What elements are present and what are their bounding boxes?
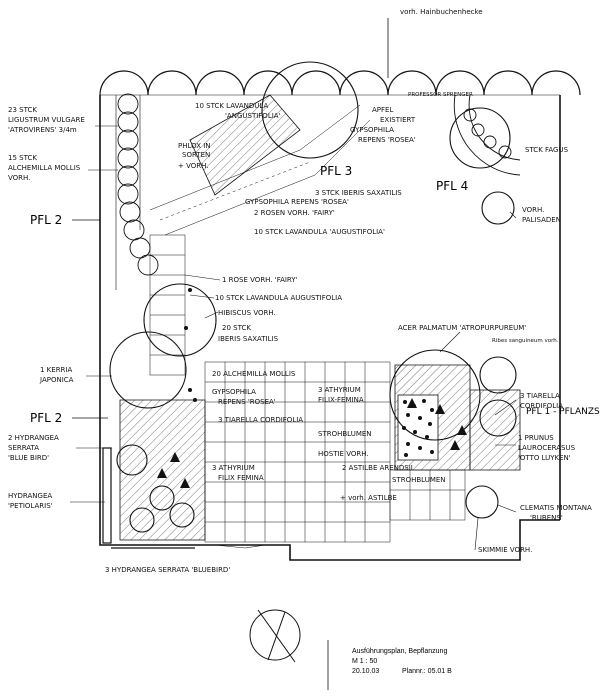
svg-text:1 PRUNUS: 1 PRUNUS [518,434,554,442]
svg-text:+ VORH.: + VORH. [178,162,209,170]
svg-text:+ vorh. ASTILBE: + vorh. ASTILBE [340,494,397,502]
svg-text:STROHBLUMEN: STROHBLUMEN [392,476,446,484]
hedge-arches [99,70,581,96]
svg-text:PHLOX IN: PHLOX IN [178,142,211,150]
svg-text:SORTEN: SORTEN [182,151,210,159]
svg-text:PALISADEN: PALISADEN [522,216,561,224]
svg-text:FILIX FEMINA: FILIX FEMINA [218,474,264,482]
pfl4-label: PFL 4 [436,179,468,193]
svg-text:10 STCK LAVANDULA AUGUSTIFOLIA: 10 STCK LAVANDULA AUGUSTIFOLIA [215,294,342,302]
svg-text:GYPSOPHILA REPENS 'ROSEA': GYPSOPHILA REPENS 'ROSEA' [245,198,349,206]
svg-text:23 STCK: 23 STCK [8,106,37,114]
path-grid [149,104,466,543]
svg-text:Ribes sanguineum vorh.: Ribes sanguineum vorh. [492,338,559,344]
svg-text:STCK FAGUS: STCK FAGUS [525,146,569,154]
ligustrum-hedge [117,93,159,276]
svg-text:HOSTIE VORH.: HOSTIE VORH. [318,450,369,458]
title-block: Ausführungsplan, Bepflanzung M 1 : 50 20… [327,640,452,690]
svg-text:ALCHEMILLA MOLLIS: ALCHEMILLA MOLLIS [8,164,81,172]
svg-text:1 ROSE VORH. 'FAIRY': 1 ROSE VORH. 'FAIRY' [222,276,298,284]
svg-text:'OTTO LUYKEN': 'OTTO LUYKEN' [518,454,571,462]
acer-canopy [389,349,481,441]
svg-text:LAUROCERASUS: LAUROCERASUS [518,444,576,452]
gravel-bed [397,394,439,461]
svg-text:1 KERRIA: 1 KERRIA [40,366,72,374]
svg-text:APFEL: APFEL [372,106,393,114]
svg-text:HIBISCUS VORH.: HIBISCUS VORH. [218,309,276,317]
svg-text:HYDRANGEA: HYDRANGEA [8,492,52,500]
svg-text:GYPSOPHILA: GYPSOPHILA [212,388,256,396]
svg-text:20 STCK: 20 STCK [222,324,251,332]
pfl1-label: PFL 1 - PFLANZSCHALE [526,407,600,417]
svg-text:'ATROVIRENS' 3/4m: 'ATROVIRENS' 3/4m [8,126,77,134]
kerria-canopy [109,331,187,409]
svg-text:20 ALCHEMILLA MOLLIS: 20 ALCHEMILLA MOLLIS [212,370,296,378]
svg-text:VORH.: VORH. [8,174,30,182]
svg-text:'PETIOLARIS': 'PETIOLARIS' [8,502,53,510]
svg-text:M 1 : 50: M 1 : 50 [352,658,377,665]
svg-text:'ANGUSTIFOLIA': 'ANGUSTIFOLIA' [225,112,281,120]
svg-text:'RUBENS': 'RUBENS' [530,514,563,522]
hibiscus-canopy [143,283,217,357]
center-labels: 10 STCK LAVANDULA 'ANGUSTIFOLIA' APFEL E… [105,92,592,574]
svg-text:GYPSOPHILA: GYPSOPHILA [350,126,394,134]
svg-text:LIGUSTRUM VULGARE: LIGUSTRUM VULGARE [8,116,85,124]
svg-text:Plannr.: 05.01 B: Plannr.: 05.01 B [402,668,452,675]
svg-text:2 ROSEN VORH. 'FAIRY': 2 ROSEN VORH. 'FAIRY' [254,209,335,217]
svg-text:10 STCK LAVANDULA 'AUGUSTIFOLI: 10 STCK LAVANDULA 'AUGUSTIFOLIA' [254,228,385,236]
svg-text:CLEMATIS MONTANA: CLEMATIS MONTANA [520,504,592,512]
svg-text:REPENS 'ROSEA': REPENS 'ROSEA' [358,136,416,144]
leader-lines [70,125,517,551]
pfl4-bed [453,94,521,176]
svg-text:3 TIARELLA: 3 TIARELLA [520,392,560,400]
svg-text:3 TIARELLA CORDIFOLIA: 3 TIARELLA CORDIFOLIA [218,416,303,424]
svg-text:20.10.03: 20.10.03 [352,668,379,675]
svg-text:3 HYDRANGEA SERRATA 'BLUEBIRD': 3 HYDRANGEA SERRATA 'BLUEBIRD' [105,566,230,574]
svg-text:SERRATA: SERRATA [8,444,39,452]
hedge-label: vorh. Hainbuchenhecke [400,8,483,16]
tree-canopies [109,61,517,533]
svg-text:'BLUE BIRD': 'BLUE BIRD' [8,454,49,462]
svg-text:REPENS 'ROSEA': REPENS 'ROSEA' [218,398,276,406]
svg-text:FILIX-FEMINA: FILIX-FEMINA [318,396,364,404]
svg-text:ACER PALMATUM 'ATROPURPUREUM': ACER PALMATUM 'ATROPURPUREUM' [398,324,526,332]
svg-text:10 STCK LAVANDULA: 10 STCK LAVANDULA [195,102,268,110]
svg-text:CORDIFOLIA: CORDIFOLIA [520,402,563,410]
svg-text:3 ATHYRIUM: 3 ATHYRIUM [318,386,361,394]
pfl2-upper-label: PFL 2 [30,213,62,227]
svg-text:IBERIS SAXATILIS: IBERIS SAXATILIS [218,335,279,343]
north-arrow [249,609,301,663]
svg-text:VORH.: VORH. [522,206,544,214]
svg-text:EXISTIERT: EXISTIERT [380,116,416,124]
svg-text:2 HYDRANGEA: 2 HYDRANGEA [8,434,59,442]
svg-text:JAPONICA: JAPONICA [39,376,74,384]
site-boundary [99,94,561,561]
svg-text:SKIMMIE VORH.: SKIMMIE VORH. [478,546,532,554]
pfl3-label: PFL 3 [320,164,352,178]
svg-text:PROFESSOR SPRENGER: PROFESSOR SPRENGER [408,92,473,98]
svg-text:15 STCK: 15 STCK [8,154,37,162]
left-labels: 23 STCK LIGUSTRUM VULGARE 'ATROVIRENS' 3… [8,106,85,510]
svg-text:Ausführungsplan, Bepflanzung: Ausführungsplan, Bepflanzung [352,648,447,655]
svg-text:STROHBLUMEN: STROHBLUMEN [318,430,372,438]
apple-tree-canopy [261,61,359,159]
plant-symbols [157,288,467,488]
svg-text:2 ASTILBE ARENDSII: 2 ASTILBE ARENDSII [342,464,413,472]
svg-text:3 ATHYRIUM: 3 ATHYRIUM [212,464,255,472]
steps [214,544,266,549]
pfl2-lower-label: PFL 2 [30,411,62,425]
svg-text:3 STCK IBERIS SAXATILIS: 3 STCK IBERIS SAXATILIS [315,189,402,197]
